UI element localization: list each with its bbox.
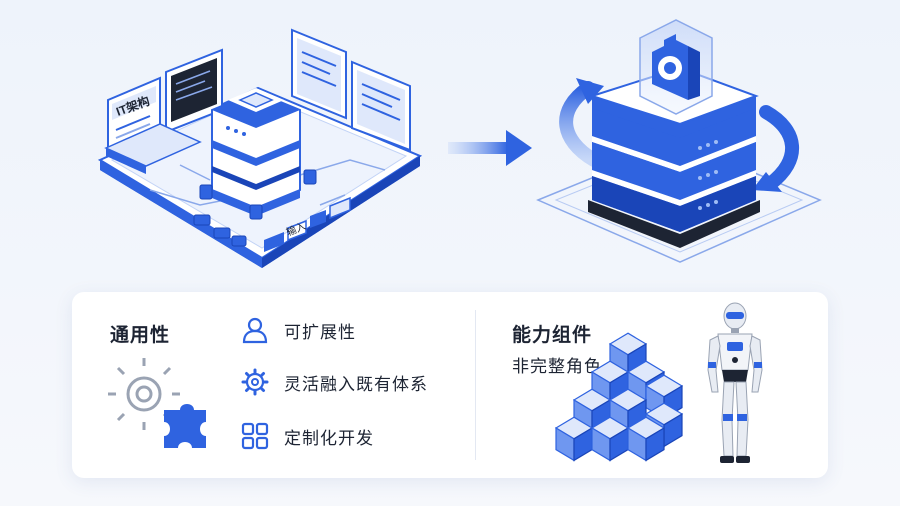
cube-block bbox=[554, 416, 594, 462]
feature-scalability: 可扩展性 bbox=[240, 314, 356, 346]
feature-card: 通用性 可扩展性 灵活融入既有体系 bbox=[72, 292, 828, 478]
feature-customization: 定制化开发 bbox=[240, 420, 374, 452]
capability-title: 能力组件 bbox=[512, 324, 593, 346]
robot-icon bbox=[707, 302, 763, 463]
gear-icon bbox=[241, 368, 269, 396]
grid-icon bbox=[241, 422, 269, 450]
transition-arrow-icon bbox=[448, 130, 532, 166]
generality-title: 通用性 bbox=[110, 324, 171, 346]
cube-blocks-icon bbox=[554, 332, 684, 462]
feature-label: 灵活融入既有体系 bbox=[284, 374, 428, 395]
cube-block bbox=[626, 416, 666, 462]
feature-label: 可扩展性 bbox=[284, 322, 356, 343]
it-architecture-illustration: IT架构 bbox=[97, 28, 423, 268]
feature-label: 定制化开发 bbox=[284, 428, 374, 449]
user-icon bbox=[242, 317, 268, 344]
gear-module-icon bbox=[652, 34, 700, 100]
gear-puzzle-icon bbox=[108, 358, 206, 448]
card-divider bbox=[475, 310, 476, 460]
cube-block bbox=[590, 416, 630, 462]
modular-server-illustration bbox=[536, 19, 822, 384]
capability-subtitle: 非完整角色 bbox=[512, 357, 602, 377]
cube-block bbox=[608, 388, 648, 434]
feature-integration: 灵活融入既有体系 bbox=[240, 366, 428, 398]
central-server-stack bbox=[211, 88, 301, 216]
